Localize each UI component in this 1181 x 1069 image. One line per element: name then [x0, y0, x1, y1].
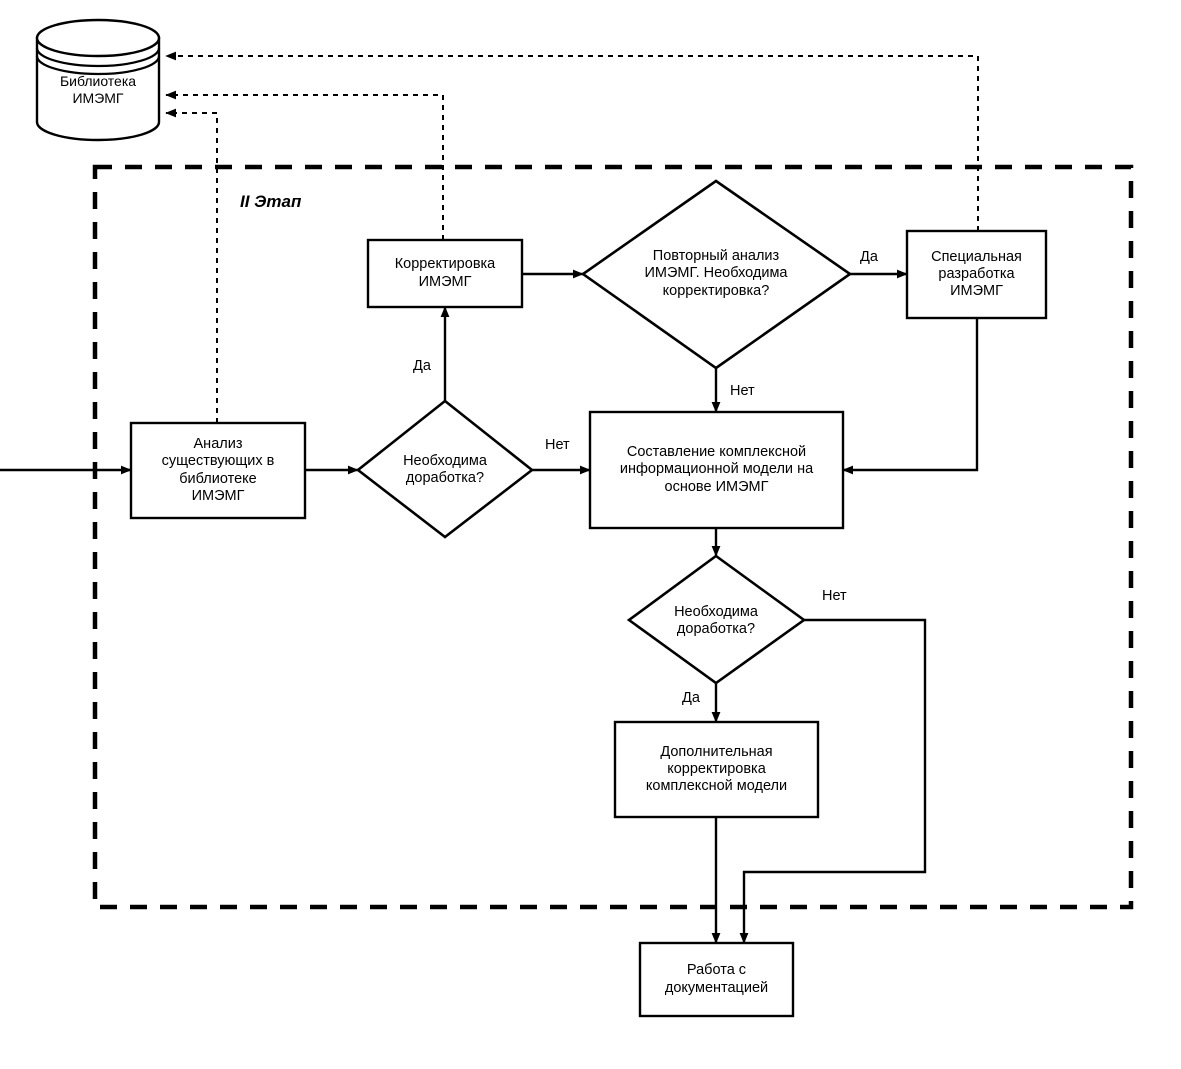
- edge-correction-to-library: [165, 90, 444, 240]
- edge-refine2-no-to-documentation: [739, 618, 927, 944]
- edge-analysis-to-library: [165, 108, 218, 423]
- edge-label-reanalysis-no: Нет: [730, 383, 755, 399]
- node-decision-reanalysis-shape: [580, 179, 853, 370]
- node-decision-refine-1-shape: [355, 399, 535, 539]
- node-additional-correction-shape: [613, 720, 820, 819]
- edge-special-to-complex-model: [842, 318, 979, 475]
- library-datastore-label: Библиотека ИМЭМГ: [37, 60, 159, 120]
- node-complex-model-shape: [588, 410, 845, 530]
- edge-special-to-library: [165, 51, 979, 231]
- library-datastore-shape: [35, 18, 161, 142]
- stage-label: II Этап: [240, 192, 302, 211]
- edge-label-reanalysis-yes: Да: [860, 249, 878, 265]
- node-correction-shape: [366, 238, 524, 309]
- node-documentation-shape: [638, 941, 795, 1018]
- edge-label-refine2-no: Нет: [822, 588, 847, 604]
- edge-label-refine1-no: Нет: [545, 437, 570, 453]
- library-datastore-line1: Библиотека: [59, 72, 137, 89]
- library-datastore-line2: ИМЭМГ: [72, 90, 124, 106]
- edge-label-refine1-yes: Да: [413, 358, 431, 374]
- stage-boundary: [92, 164, 1134, 910]
- edge-label-refine2-yes: Да: [682, 690, 700, 706]
- node-analysis-shape: [129, 421, 307, 520]
- node-decision-refine-2-shape: [626, 554, 807, 685]
- node-special-development-shape: [905, 229, 1048, 320]
